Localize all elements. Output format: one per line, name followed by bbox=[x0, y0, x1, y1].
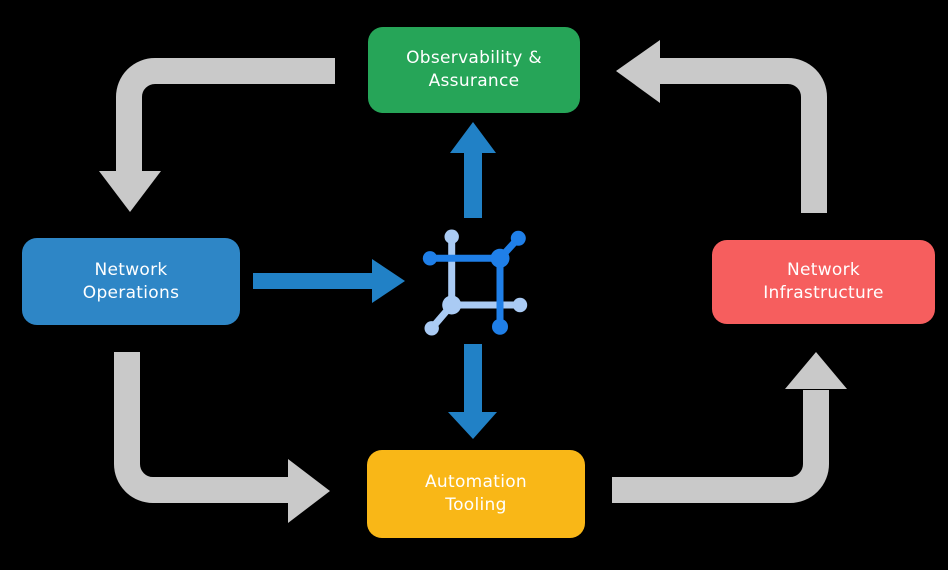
gray-cycle-arrows bbox=[99, 40, 847, 523]
icon-node-bottom-left bbox=[424, 321, 439, 336]
icon-node-top-right bbox=[510, 230, 526, 246]
network-fabric-icon bbox=[422, 229, 528, 336]
node-label-line: Operations bbox=[82, 282, 180, 303]
network-fabric-icon-dark-branches bbox=[422, 230, 526, 335]
icon-junction-top-right bbox=[490, 248, 510, 268]
node-observability-assurance: Observability & Assurance bbox=[368, 27, 580, 113]
icon-node-left bbox=[422, 251, 438, 266]
arrowhead-left-icon bbox=[616, 40, 660, 103]
icon-junction-bottom-left bbox=[442, 295, 462, 315]
arrow-network-operations-to-automation-tooling bbox=[114, 352, 290, 503]
node-label-line: Observability & bbox=[406, 48, 542, 68]
node-label-line: Tooling bbox=[445, 495, 507, 515]
icon-node-bottom bbox=[492, 318, 508, 335]
arrow-automation-tooling-to-network-infrastructure bbox=[612, 390, 829, 503]
icon-node-top bbox=[444, 229, 459, 244]
node-automation-tooling: Automation Tooling bbox=[367, 450, 585, 538]
blue-flow-arrows bbox=[253, 122, 497, 439]
node-network-infrastructure: Network Infrastructure bbox=[712, 240, 935, 324]
node-label-line: Assurance bbox=[428, 71, 520, 91]
icon-node-right bbox=[512, 297, 528, 313]
arrowhead-up-icon bbox=[785, 352, 847, 389]
arrow-center-to-automation-tooling bbox=[448, 344, 497, 439]
node-label-line: Network bbox=[786, 260, 861, 280]
arrowhead-right-icon bbox=[288, 459, 330, 523]
arrowhead-down-icon bbox=[99, 171, 161, 212]
node-label-line: Automation bbox=[424, 472, 527, 492]
arrow-center-to-observability bbox=[450, 122, 496, 218]
node-label-line: Network bbox=[94, 259, 168, 280]
node-label-line: Infrastructure bbox=[763, 283, 884, 303]
node-network-operations: Network Operations bbox=[22, 238, 240, 325]
network-fabric-icon-light-branches bbox=[424, 229, 528, 336]
arrow-network-infrastructure-to-observability bbox=[660, 58, 827, 213]
arrow-observability-to-network-operations bbox=[116, 58, 335, 174]
arrow-network-operations-to-center bbox=[253, 259, 405, 303]
